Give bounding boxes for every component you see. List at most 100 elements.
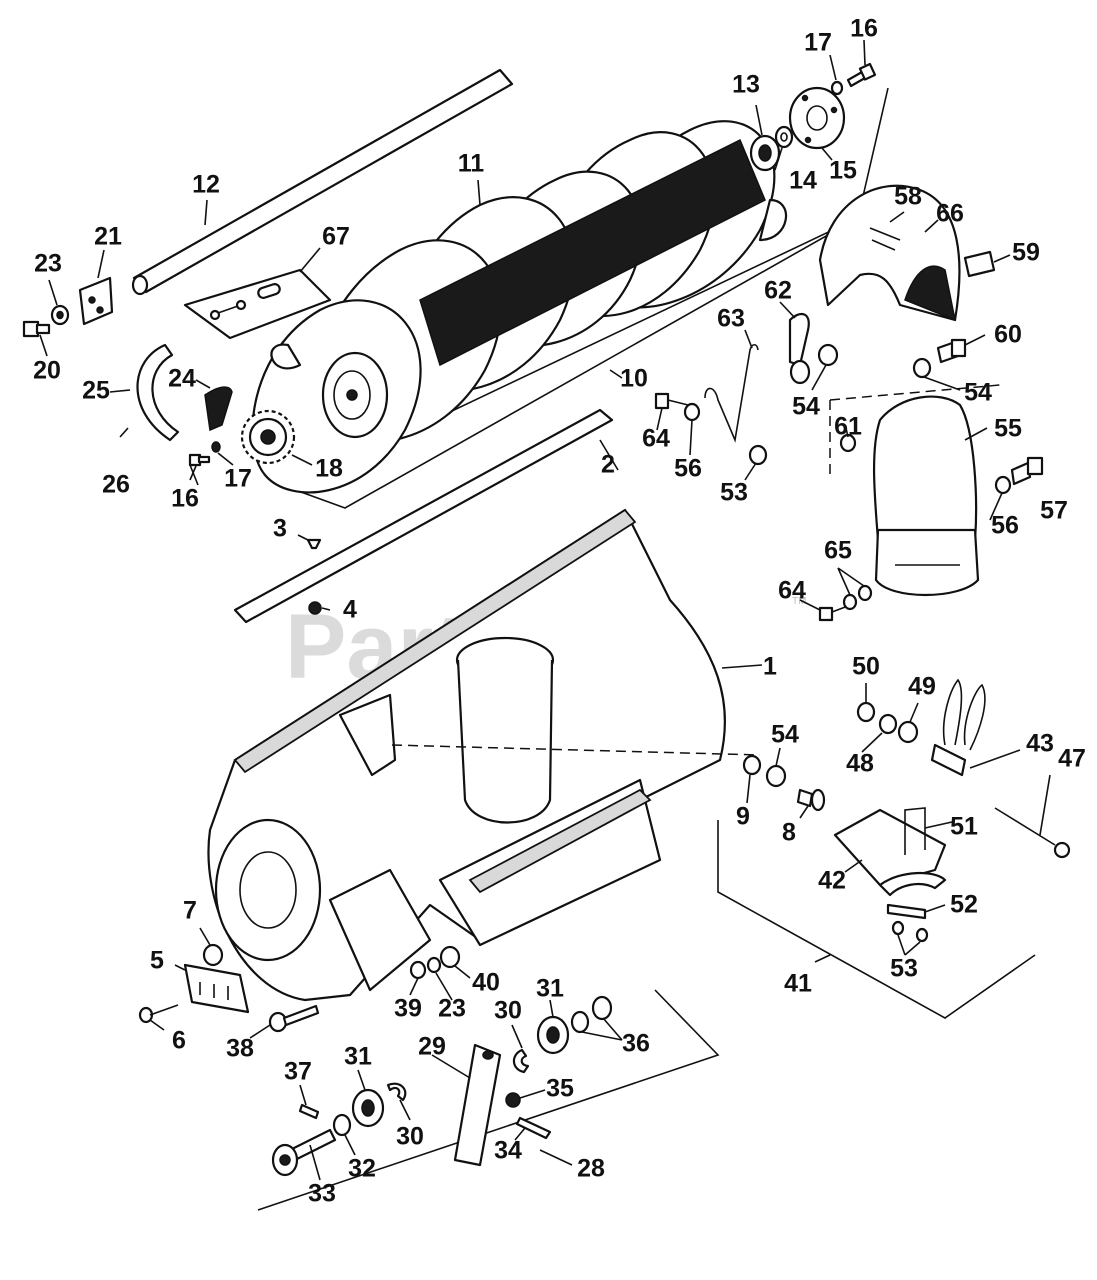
callout-53-lower: 53	[890, 955, 918, 983]
part-washer-49	[897, 720, 919, 744]
callout-38: 38	[226, 1035, 254, 1063]
part-scraper-bar	[233, 408, 614, 624]
callout-2: 2	[601, 451, 615, 479]
part-u-bolt-51	[904, 807, 926, 855]
bracket-drive-assembly	[257, 989, 720, 1211]
callout-36: 36	[622, 1030, 650, 1058]
callout-5: 5	[150, 947, 164, 975]
callout-15: 15	[829, 157, 857, 185]
callout-63: 63	[717, 305, 745, 333]
part-washer-top	[774, 125, 794, 149]
callout-54-side: 54	[771, 721, 799, 749]
callout-25: 25	[82, 377, 110, 405]
part-bolt-20	[22, 320, 51, 338]
part-key-37	[298, 1103, 320, 1120]
callout-7: 7	[183, 897, 197, 925]
callout-17-left: 17	[224, 465, 252, 493]
callout-6: 6	[172, 1027, 186, 1055]
part-bolt-64-upper	[654, 392, 689, 410]
chute-assembly-line	[829, 384, 1001, 480]
callout-47: 47	[1058, 745, 1086, 773]
part-pin-47	[994, 807, 1071, 859]
part-washers-39-23-40	[409, 945, 461, 980]
callout-24: 24	[168, 365, 196, 393]
part-auger	[251, 120, 788, 494]
callout-48: 48	[846, 750, 874, 778]
callout-37: 37	[284, 1058, 312, 1086]
part-bolt-16-left	[188, 453, 211, 467]
part-bracket-21	[78, 276, 114, 326]
part-washer-32	[332, 1113, 352, 1137]
part-carriage-bolt-38	[268, 1004, 320, 1033]
callout-49: 49	[908, 673, 936, 701]
callout-53-upper: 53	[720, 479, 748, 507]
part-housing	[207, 508, 761, 1002]
callout-16-top: 16	[850, 15, 878, 43]
callout-16-left: 16	[171, 485, 199, 513]
part-nut-9	[742, 754, 762, 776]
callout-30-upper: 30	[494, 997, 522, 1025]
callout-20: 20	[33, 357, 61, 385]
part-chain-guard-25	[136, 343, 180, 442]
callout-65: 65	[824, 537, 852, 565]
bracket-hitch-assembly	[717, 820, 1036, 1019]
callout-12: 12	[192, 171, 220, 199]
part-retaining-ring-30-upper	[512, 1048, 530, 1074]
callout-54-right: 54	[964, 379, 992, 407]
callout-39: 39	[394, 995, 422, 1023]
part-washer-56-upper	[683, 402, 701, 422]
part-bolt-60	[936, 338, 967, 364]
part-nut-35	[505, 1092, 521, 1108]
part-washers-36	[570, 995, 613, 1034]
callout-42: 42	[818, 867, 846, 895]
callout-64-upper: 64	[642, 425, 670, 453]
callout-31-lower: 31	[344, 1043, 372, 1071]
part-nut-53-upper	[748, 444, 768, 466]
callout-labels: 1 2 3 4 5 6 7 8 9 10 11 12 13 14 15 16 1…	[33, 15, 1086, 1208]
callout-66: 66	[936, 200, 964, 228]
callout-50: 50	[852, 653, 880, 681]
part-chute-55	[872, 395, 980, 597]
callout-23-lower: 23	[438, 995, 466, 1023]
leader-lines	[39, 39, 1051, 1181]
callout-43: 43	[1026, 730, 1054, 758]
callout-1: 1	[763, 653, 777, 681]
callout-55: 55	[994, 415, 1022, 443]
callout-31-upper: 31	[536, 975, 564, 1003]
part-shaft	[131, 68, 514, 296]
callout-58: 58	[894, 183, 922, 211]
part-screw-26	[119, 427, 129, 438]
part-master-link-67	[183, 268, 332, 340]
part-bearing-31-lower	[351, 1088, 385, 1128]
callout-33: 33	[308, 1180, 336, 1208]
part-hitch-bracket-42	[833, 808, 947, 897]
callout-64-lower: 64	[778, 577, 806, 605]
part-screw-3	[306, 538, 322, 550]
part-bolt-8	[796, 788, 826, 812]
part-bolt-57	[1010, 456, 1044, 486]
callout-17-top: 17	[804, 29, 832, 57]
watermark-trademark: TM	[792, 596, 806, 607]
callout-26: 26	[102, 471, 130, 499]
callout-67: 67	[322, 223, 350, 251]
callout-11: 11	[458, 150, 485, 178]
callout-61: 61	[834, 413, 862, 441]
callout-35: 35	[546, 1075, 574, 1103]
callout-10: 10	[620, 365, 648, 393]
callout-9: 9	[736, 803, 750, 831]
part-handle-62	[788, 312, 811, 385]
callout-8: 8	[782, 819, 796, 847]
part-label-59	[963, 250, 996, 278]
callout-23-left: 23	[34, 250, 62, 278]
callout-3: 3	[273, 515, 287, 543]
callout-13: 13	[732, 71, 760, 99]
callout-52: 52	[950, 891, 978, 919]
part-pin-43	[930, 678, 986, 777]
callout-14: 14	[789, 167, 817, 195]
callout-54-left: 54	[792, 393, 820, 421]
callout-59: 59	[1012, 239, 1040, 267]
part-nut-50	[856, 701, 876, 723]
part-chain-24	[204, 386, 233, 432]
part-plate-52	[886, 903, 927, 920]
